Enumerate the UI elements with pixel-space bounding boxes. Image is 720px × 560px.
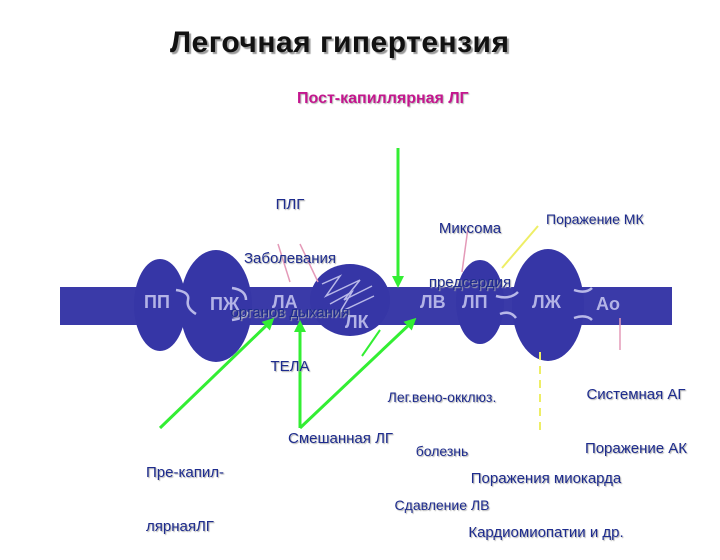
left-atrium-shape [456, 260, 504, 344]
mixed-label: Смешанная ЛГ [288, 430, 394, 447]
chamber-label-pa: ЛА [272, 292, 298, 312]
pointer-line-plg [299, 243, 319, 283]
valve-curve [231, 311, 250, 322]
lung-capillary-shape [310, 264, 390, 336]
myocardium-line: Поражения миокарда [470, 470, 622, 487]
myocardium-block: Поражения миокарда Кардиомиопатии и др. [444, 434, 648, 560]
page-title: Легочная гипертензия [170, 26, 510, 59]
plg-causes-line: Заболевания [243, 250, 337, 267]
pre-capillary-block: Пре-капил- лярнаяЛГ [146, 428, 224, 554]
valve-curve [231, 286, 248, 301]
veno-occlusive-line: Сдавление ЛВ [394, 497, 490, 513]
plg-causes-block: ПЛГ Заболевания органов дыхания ТЕЛА [212, 160, 368, 394]
pointer-line-myxoma [461, 227, 469, 273]
valve-curve [175, 288, 197, 316]
veno-occlusive-block: Лег.вено-окклюз. болезнь Сдавление ЛВ [368, 352, 516, 532]
myocardium-line: Кардиомиопатии и др. [468, 524, 624, 541]
pre-capillary-line: Пре-капил- [146, 464, 224, 481]
chamber-label-la: ЛП [462, 292, 488, 312]
plg-causes-line: ПЛГ [275, 196, 305, 213]
mitral-label: Поражение МК [546, 211, 644, 227]
arrow-veno-occlusive [361, 329, 381, 357]
valve-curve [499, 311, 517, 319]
left-ventricle-shape [512, 249, 584, 361]
chamber-label-ra: ПП [144, 292, 170, 312]
valve-curve [573, 315, 593, 321]
myxoma-line: предсердия [428, 274, 512, 291]
post-capillary-label: Пост-капиллярная ЛГ [297, 90, 469, 107]
valve-curve [573, 287, 593, 293]
arrow-mixed-2 [298, 317, 417, 430]
pointer-line-plg-2 [277, 243, 291, 283]
right-atrium-shape [134, 259, 186, 351]
chamber-label-pv: ЛВ [420, 292, 446, 312]
chamber-label-lv: ЛЖ [532, 292, 561, 312]
pre-capillary-line: лярнаяЛГ [146, 518, 214, 535]
plg-causes-line: ТЕЛА [270, 358, 310, 375]
veno-occlusive-line: Лег.вено-окклюз. [387, 389, 497, 405]
systemic-block: Системная АГ Поражение АК [566, 350, 706, 476]
plg-causes-line: органов дыхания [230, 304, 350, 321]
right-ventricle-shape [180, 250, 252, 362]
arrow-pre-capillary [158, 317, 275, 430]
chamber-label-lk: ЛК [345, 312, 369, 332]
diagram-canvas [60, 148, 672, 432]
systemic-line: Системная АГ [586, 386, 686, 403]
veno-occlusive-line: болезнь [415, 443, 469, 459]
valve-curve [495, 291, 519, 299]
myxoma-line: Миксома [438, 220, 502, 237]
pointer-line-mitral [501, 225, 539, 269]
myxoma-block: Миксома предсердия [416, 184, 524, 310]
capillary-zigzag-2 [329, 290, 375, 314]
chamber-label-rv: ПЖ [210, 294, 240, 314]
chamber-label-ao: Ао [596, 294, 620, 314]
systemic-line: Поражение АК [584, 440, 688, 457]
